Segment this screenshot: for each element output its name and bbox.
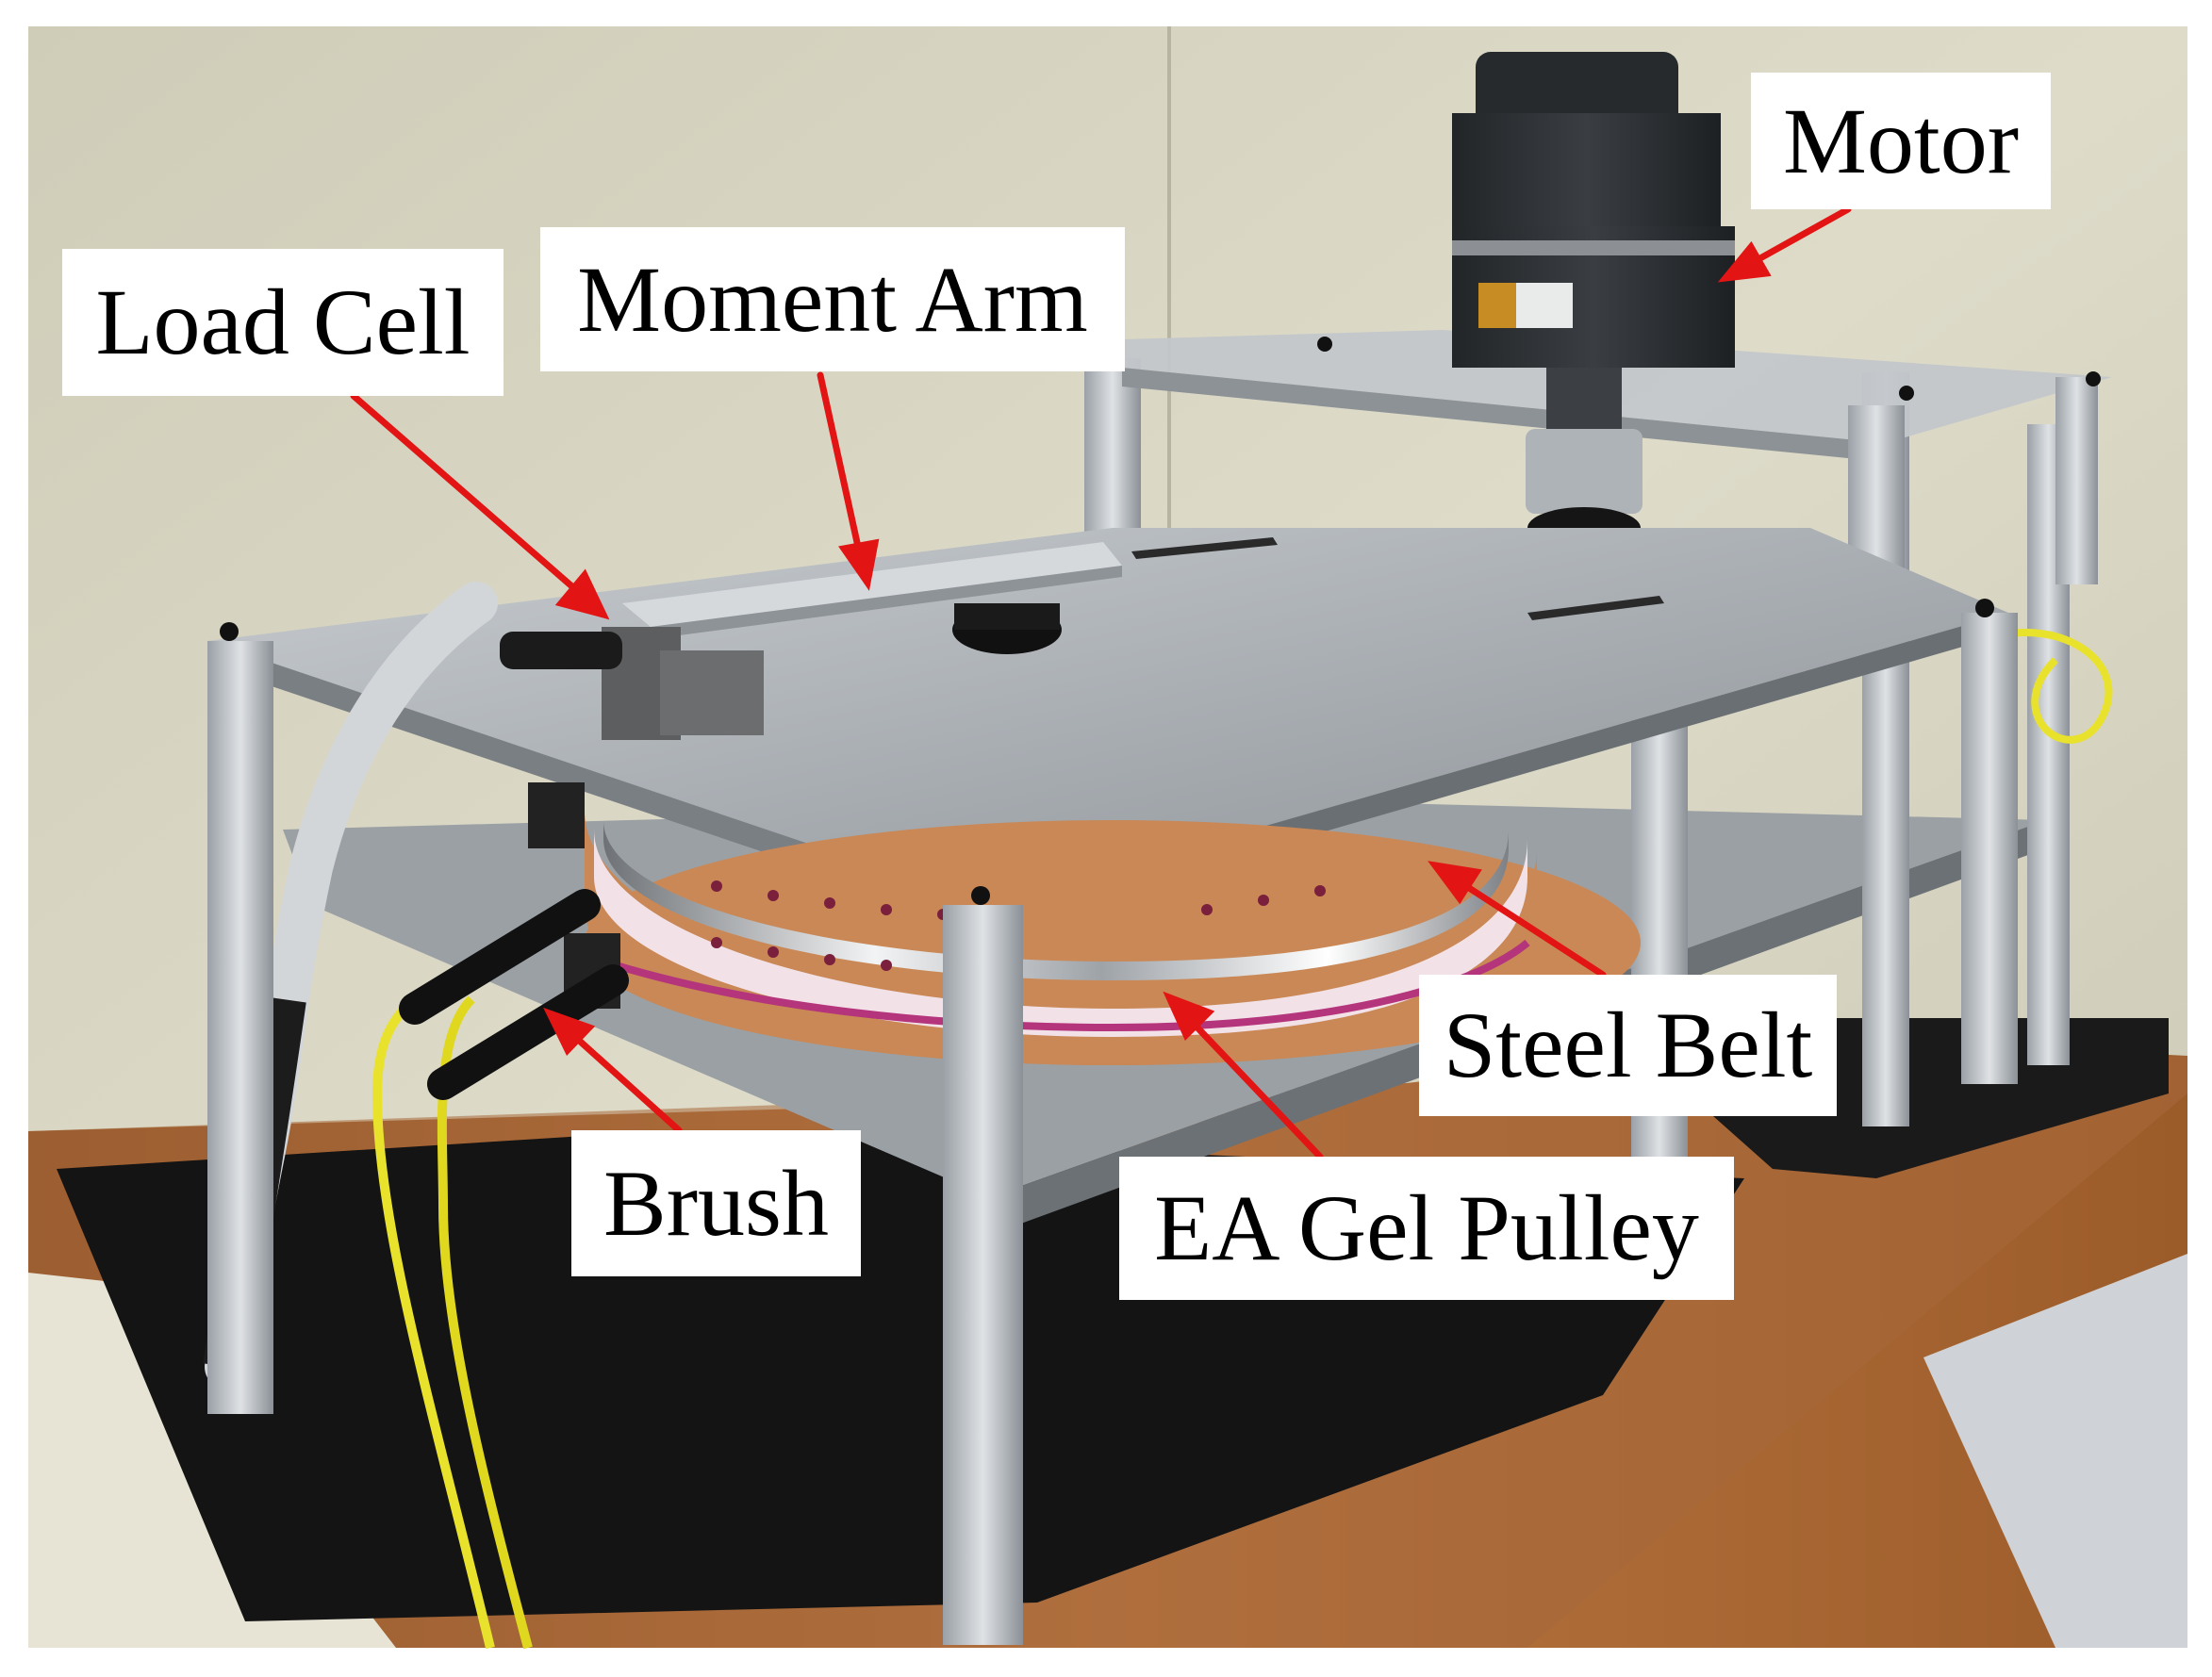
label-moment-arm: Moment Arm [540,227,1125,371]
label-ea-gel-pulley: EA Gel Pulley [1119,1157,1734,1300]
label-steel-belt: Steel Belt [1419,975,1837,1116]
label-motor: Motor [1751,73,2051,209]
label-load-cell: Load Cell [62,249,503,396]
label-brush: Brush [571,1130,861,1276]
